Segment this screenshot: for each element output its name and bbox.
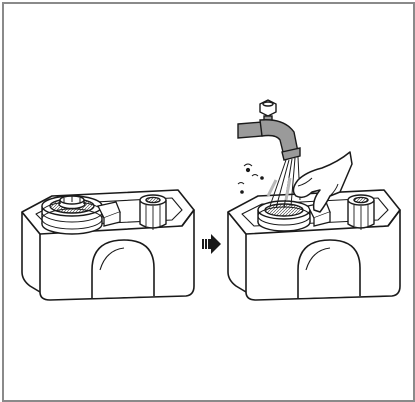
- filter-cartridge-left-icon: [42, 196, 102, 234]
- water-tap-icon: [238, 100, 300, 160]
- float-cap-right-icon: [348, 195, 374, 230]
- float-cap-left-icon: [140, 195, 166, 230]
- right-arrow-icon: [202, 234, 221, 254]
